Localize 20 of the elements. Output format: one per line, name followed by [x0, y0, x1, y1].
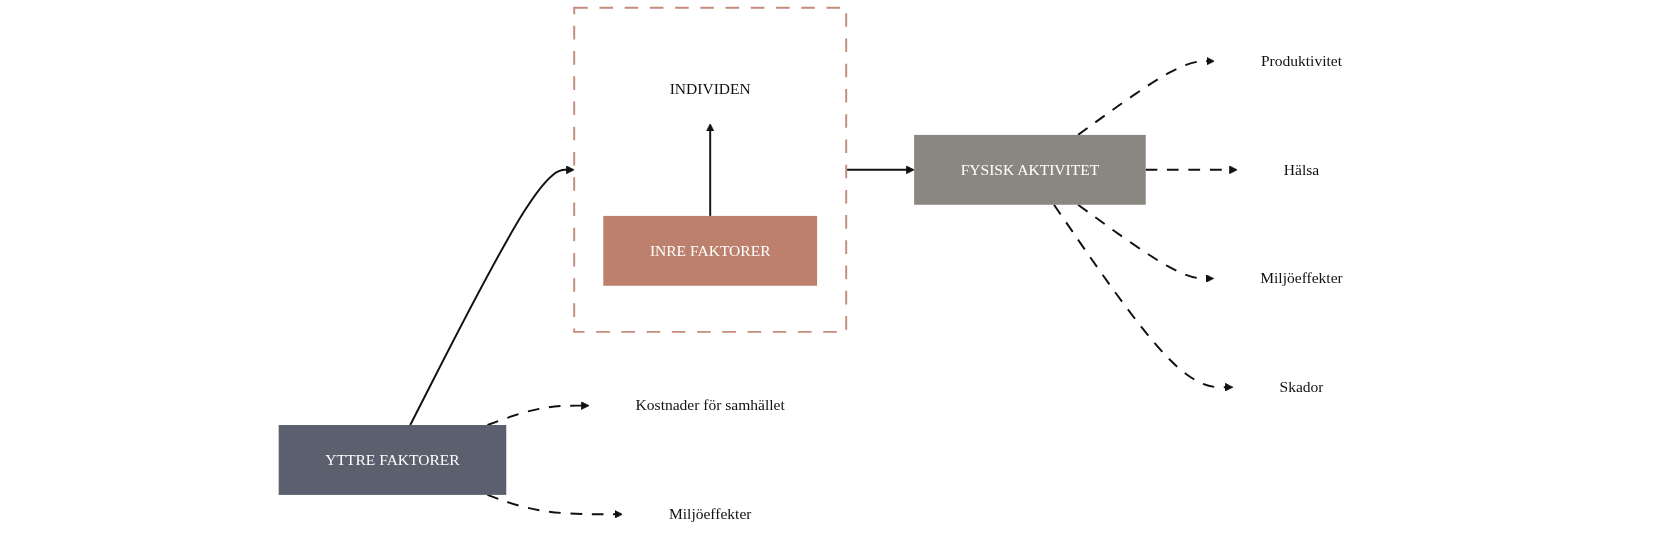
arrow — [486, 493, 623, 519]
node-box: YTTRE FAKTORER — [278, 425, 507, 495]
node-box: FYSISK AKTIVITET — [914, 134, 1146, 205]
node-text: Skador — [1279, 378, 1324, 395]
node-text: Miljöeffekter — [1260, 269, 1343, 287]
node-box: INRE FAKTORER — [603, 215, 818, 286]
arrow — [486, 401, 590, 426]
arrow — [409, 165, 575, 426]
node-text: Produktivitet — [1260, 52, 1343, 69]
arrow — [845, 165, 915, 175]
arrow — [1053, 203, 1234, 392]
arrow — [705, 123, 715, 217]
arrow — [1077, 56, 1215, 136]
cluster — [573, 6, 848, 333]
node-text: INDIVIDEN — [669, 80, 751, 97]
node-text: Hälsa — [1283, 161, 1320, 178]
arrow — [1077, 203, 1215, 283]
node-text: Kostnader för samhället — [635, 396, 785, 414]
node-text: Miljöeffekter — [668, 505, 752, 523]
arrow — [1144, 165, 1238, 175]
